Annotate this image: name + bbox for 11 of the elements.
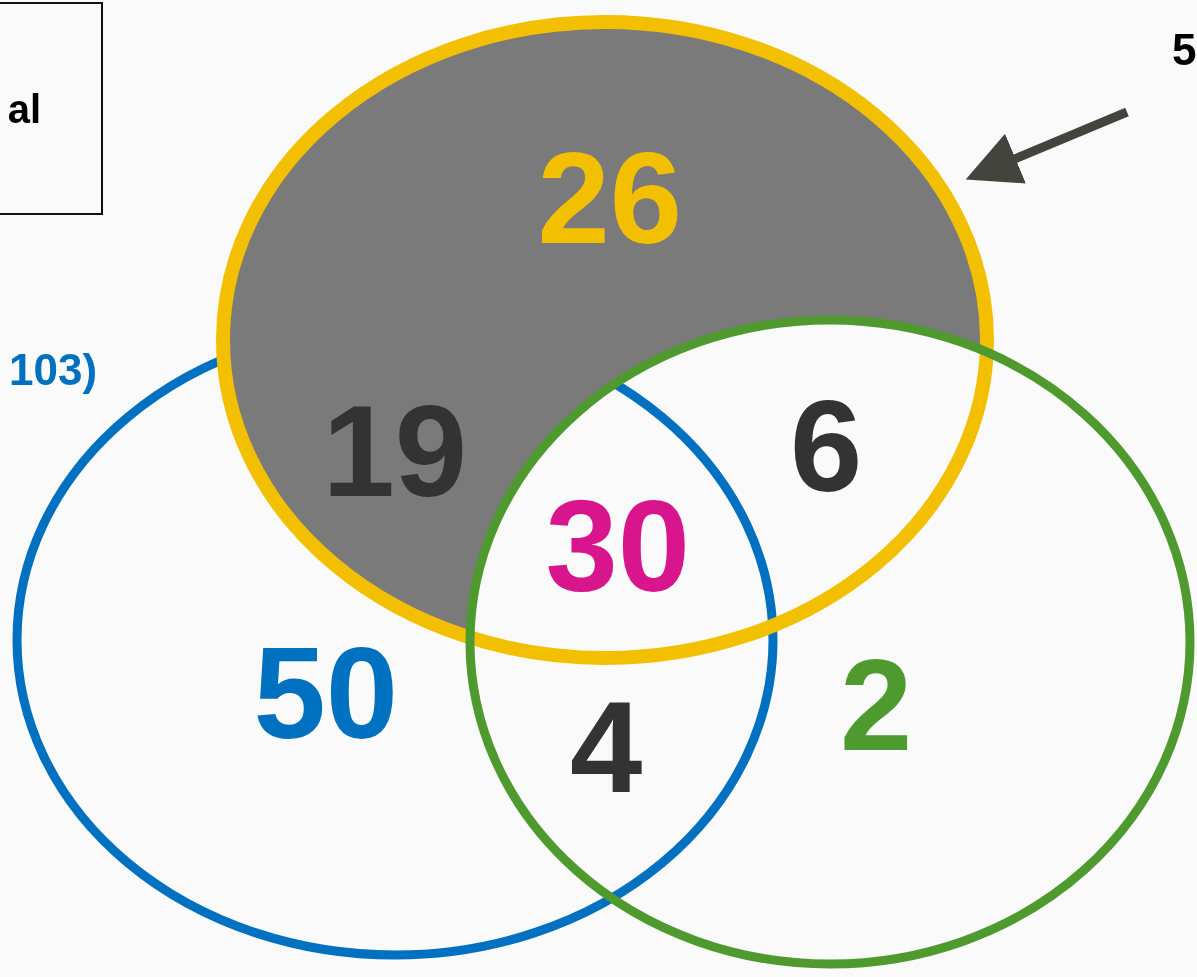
text-box: al <box>0 2 103 215</box>
count-label: 30 <box>545 481 691 611</box>
count-label: 2 <box>840 640 913 770</box>
count-label: 6 <box>790 381 863 511</box>
set-label: 103) <box>9 348 98 392</box>
count-label: 26 <box>537 133 683 263</box>
count-label: 4 <box>570 682 643 812</box>
arrow <box>965 107 1129 184</box>
callout-number: 5 <box>1172 28 1197 72</box>
count-label: 19 <box>322 386 468 516</box>
count-label: 50 <box>253 628 399 758</box>
